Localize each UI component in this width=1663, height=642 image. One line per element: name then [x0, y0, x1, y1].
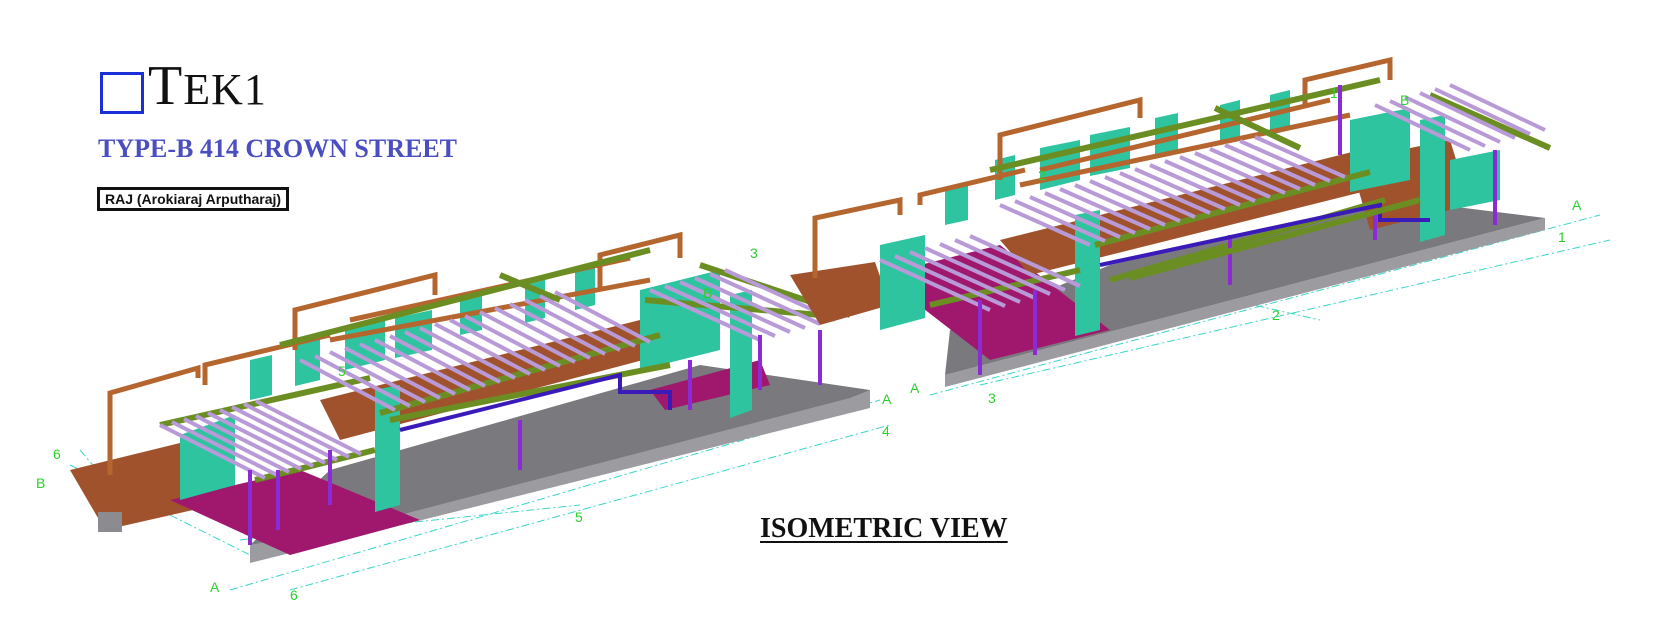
grid-label: 3 — [988, 390, 996, 406]
grid-label: 5 — [338, 363, 346, 379]
grid-label: A — [910, 380, 920, 396]
wall-panel — [1450, 150, 1500, 210]
wall-panel — [295, 334, 320, 386]
wall-panel — [1420, 115, 1445, 242]
right-brown-frames — [917, 56, 1393, 205]
grid-label: 2 — [1272, 307, 1280, 323]
grid-labels: 6 B A 6 5 4 A 3 B A 3 2 2 1 B A 1 5 — [36, 85, 1582, 603]
wall-panel — [1155, 113, 1178, 157]
wall-panel — [1350, 108, 1410, 192]
pier-block — [98, 512, 122, 532]
grid-label: 1 — [1330, 85, 1338, 101]
grid-line-5 — [239, 504, 581, 541]
wall-panel — [575, 268, 595, 310]
grid-label: B — [703, 285, 712, 301]
right-olive-lower-beam — [1129, 197, 1421, 281]
grid-label: 3 — [750, 245, 758, 261]
brand-first-letter: T — [148, 55, 184, 117]
grid-label: 1 — [1558, 229, 1566, 245]
grid-label: 2 — [1038, 167, 1046, 183]
grid-label: 6 — [290, 587, 298, 603]
author-badge: RAJ (Arokiaraj Arputharaj) — [97, 187, 290, 211]
wall-panel — [250, 355, 272, 400]
grid-label: A — [882, 391, 892, 407]
right-building — [879, 56, 1552, 387]
view-title: ISOMETRIC VIEW — [760, 513, 1008, 544]
right-olive-beams — [929, 77, 1552, 308]
grid-line-1 — [979, 239, 1611, 386]
brand-wordmark: TEK1 — [148, 58, 267, 118]
left-building — [70, 231, 870, 563]
grid-label: 4 — [882, 423, 890, 439]
brand-square-icon — [100, 72, 144, 114]
grid-label: A — [210, 579, 220, 595]
grid-label: A — [1572, 197, 1582, 213]
left-timber-deck — [70, 443, 215, 530]
grid-label: B — [1400, 92, 1409, 108]
brand-rest: EK1 — [183, 65, 267, 114]
left-rafters — [159, 268, 836, 480]
grid-line-4 — [289, 424, 891, 591]
left-purple-footing — [399, 372, 672, 432]
wall-panel — [945, 185, 968, 225]
left-magenta-floor — [170, 470, 420, 555]
wall-panel — [880, 235, 925, 330]
grid-label: 5 — [575, 509, 583, 525]
left-slab-top — [250, 365, 870, 545]
wall-panel — [395, 310, 432, 358]
grid-label: 6 — [53, 446, 61, 462]
grid-label: B — [36, 475, 45, 491]
grid-line-a-right — [929, 214, 1601, 396]
left-posts — [248, 330, 822, 545]
right-rafters — [879, 83, 1546, 312]
right-slab — [945, 218, 1545, 387]
middle-brown-frame — [812, 196, 903, 278]
brand-logo: TEK1 — [100, 58, 267, 118]
project-title: TYPE-B 414 CROWN STREET — [98, 134, 457, 163]
